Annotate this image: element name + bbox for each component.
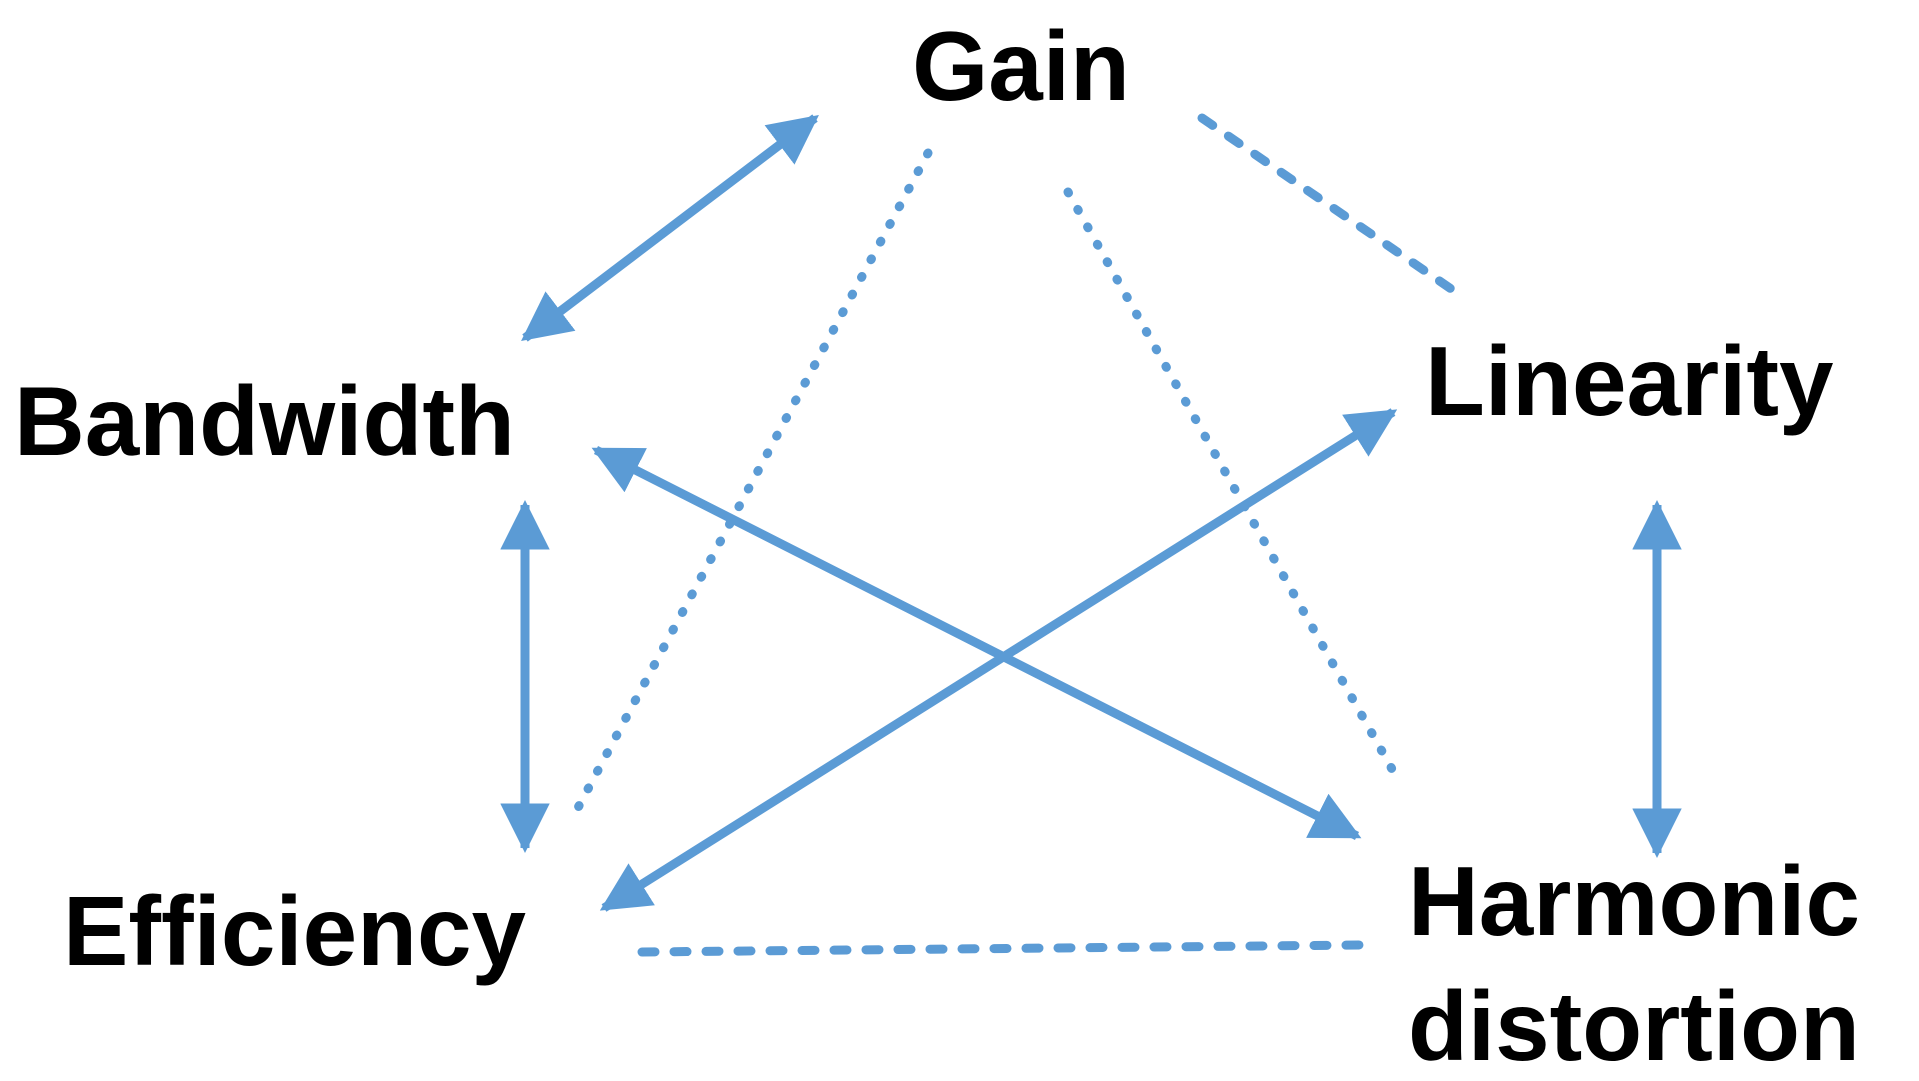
node-harmonic-distortion-line1: Harmonic: [1408, 846, 1860, 956]
edge-efficiency-harmonic-distortion: [637, 940, 1365, 957]
node-harmonic-distortion-line2: distortion: [1408, 971, 1860, 1081]
edge-gain-harmonic-distortion: [1063, 187, 1402, 783]
edge-efficiency-linearity: [599, 408, 1398, 912]
edge-gain-efficiency: [568, 148, 933, 822]
edge-gain-linearity: [1197, 113, 1465, 300]
node-bandwidth: Bandwidth: [14, 366, 515, 476]
node-linearity: Linearity: [1425, 326, 1833, 436]
node-gain: Gain: [912, 11, 1130, 121]
node-efficiency: Efficiency: [63, 876, 526, 986]
edge-gain-bandwidth: [521, 114, 819, 342]
